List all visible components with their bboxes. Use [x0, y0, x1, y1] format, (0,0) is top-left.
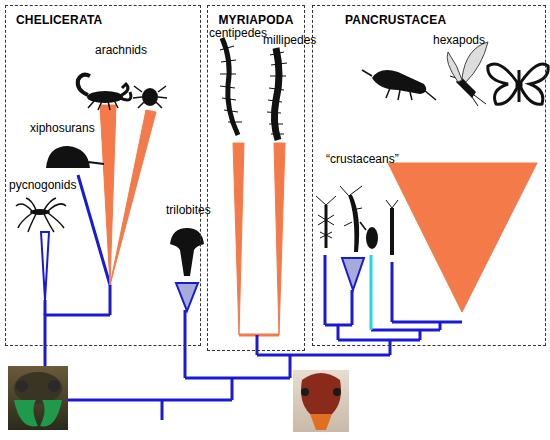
- taxon-label: xiphosurans: [30, 121, 95, 135]
- taxon-label: pycnogonids: [9, 178, 76, 192]
- crustacean-triangle: [342, 258, 364, 290]
- ant-photo: [293, 370, 349, 432]
- taxon-label: “crustaceans”: [326, 152, 399, 166]
- clade-box: PANCRUSTACEA: [312, 5, 546, 346]
- cyan-branch: [370, 255, 373, 330]
- orange-lineages: [100, 105, 537, 335]
- animal-silhouettes: [16, 38, 488, 276]
- myriapod-stem: [256, 335, 259, 355]
- taxon-label: arachnids: [95, 43, 147, 57]
- clade-heading: CHELICERATA: [16, 13, 102, 27]
- butterfly-silhouette: [488, 64, 548, 104]
- trilobite-triangle: [176, 283, 198, 311]
- taxon-label: centipedes: [209, 26, 267, 40]
- clade-box: MYRIAPODA: [207, 5, 305, 351]
- pycnogonid-triangle: [41, 232, 49, 300]
- clade-heading: MYRIAPODA: [218, 13, 293, 27]
- jaw-photo: [8, 366, 68, 430]
- taxon-label: hexapods: [433, 33, 485, 47]
- taxon-label: trilobites: [166, 203, 211, 217]
- taxon-label: millipedes: [263, 33, 316, 47]
- clade-heading: PANCRUSTACEA: [345, 13, 446, 27]
- myriapod-node: [239, 334, 279, 337]
